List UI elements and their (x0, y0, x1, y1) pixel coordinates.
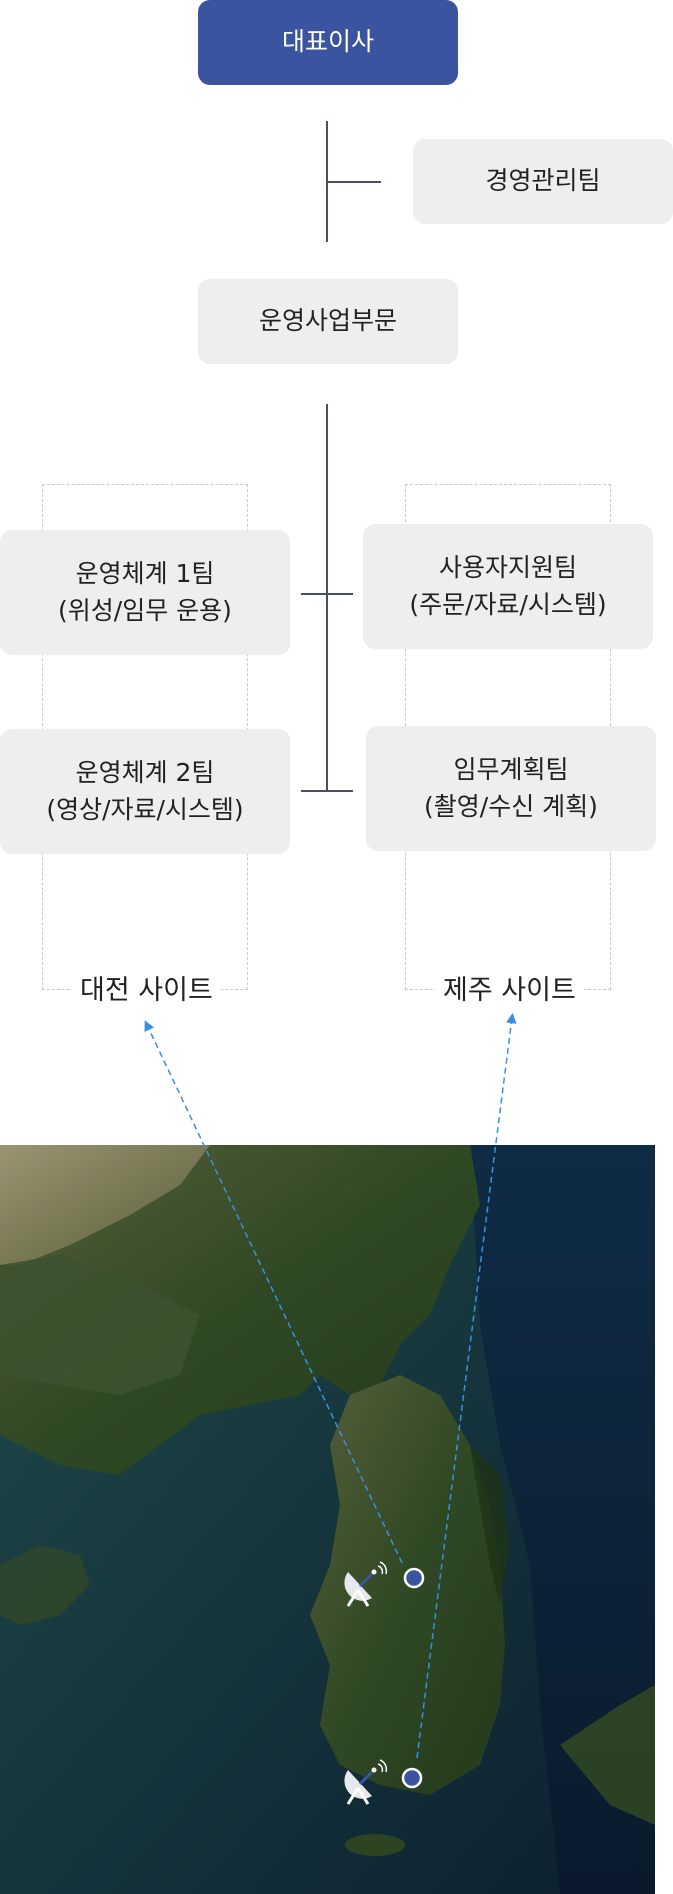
planning-team-name: 임무계획팀 (453, 755, 569, 785)
row2-branch-line (301, 790, 353, 792)
management-team-box: 경영관리팀 (413, 139, 673, 224)
planning-team-role: (촬영/수신 계획) (424, 791, 598, 821)
ops-team-1-role: (위성/임무 운용) (58, 595, 232, 625)
ops-team-1-name: 운영체계 1팀 (75, 559, 215, 589)
ops-team-2-role: (영상/자료/시스템) (46, 794, 244, 824)
division-label: 운영사업부문 (258, 306, 397, 336)
division-connector-line (326, 404, 328, 791)
daejeon-site-label: 대전 사이트 (72, 968, 221, 1007)
ops-team-1-box: 운영체계 1팀 (위성/임무 운용) (0, 530, 290, 655)
management-team-label: 경영관리팀 (485, 166, 601, 196)
korea-satellite-map (0, 1145, 655, 1894)
support-team-role: (주문/자료/시스템) (409, 589, 607, 619)
management-branch-line (326, 181, 381, 183)
ops-team-2-name: 운영체계 2팀 (75, 758, 215, 788)
jeju-site-label: 제주 사이트 (435, 968, 584, 1007)
support-team-box: 사용자지원팀 (주문/자료/시스템) (363, 524, 653, 649)
support-team-name: 사용자지원팀 (438, 553, 577, 583)
ceo-label: 대표이사 (281, 27, 374, 57)
planning-team-box: 임무계획팀 (촬영/수신 계획) (366, 726, 656, 851)
division-box: 운영사업부문 (198, 279, 458, 364)
row1-branch-line (301, 593, 353, 595)
ops-team-2-box: 운영체계 2팀 (영상/자료/시스템) (0, 729, 290, 854)
ceo-box: 대표이사 (198, 0, 458, 85)
